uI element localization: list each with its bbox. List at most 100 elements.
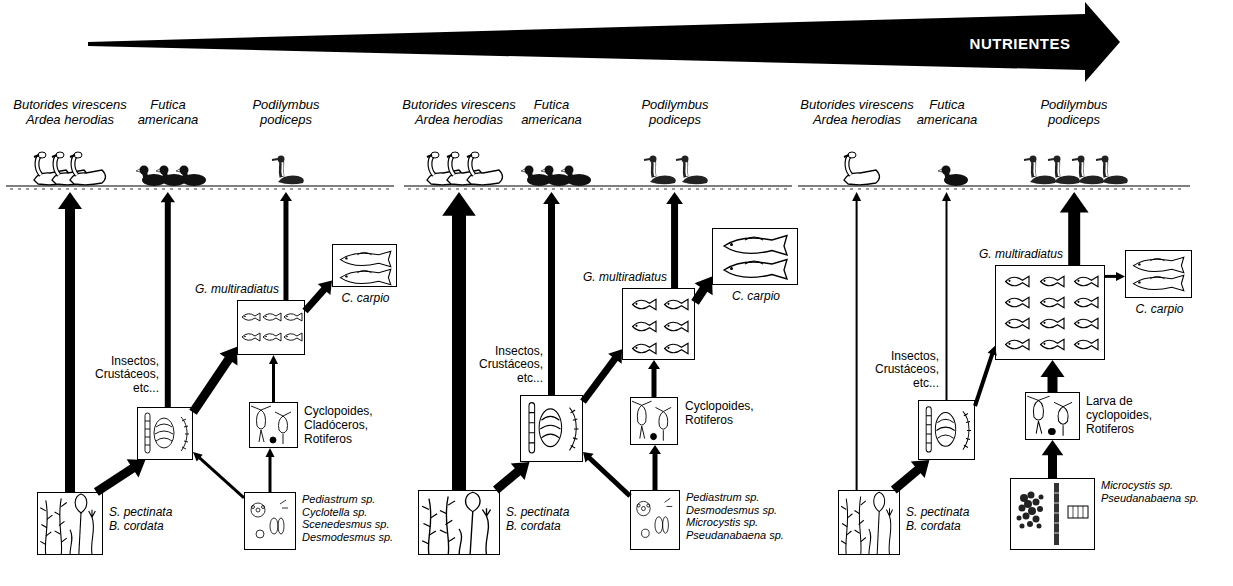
species-label: G. multiradiatus: [963, 248, 1063, 262]
species-label: Insectos, Crustáceos, etc...: [471, 345, 543, 386]
arrow-shaft: [695, 288, 704, 302]
trophic-box: Insectos, Crustáceos, etc...: [137, 407, 193, 460]
arrow-head: [127, 459, 146, 477]
energy-flow-arrow: [193, 452, 244, 498]
bird-label: Butorides virescens Ardea herodias: [11, 98, 129, 128]
bird-group: Butorides virescens Ardea herodias: [401, 96, 517, 192]
trophic-box: Microcystis sp. Pseudanabaena sp.: [1010, 478, 1095, 550]
trophic-box: Larva de cyclopoides, Rotiferos: [1025, 392, 1080, 440]
bird-group: Podilymbus podiceps: [625, 96, 725, 192]
species-label: S. pectinata B. cordata: [109, 506, 181, 534]
energy-flow-arrow: [583, 349, 622, 402]
bird-label: Futica americana: [515, 98, 589, 128]
species-label: C. carpio: [334, 292, 398, 306]
arrow-shaft: [652, 368, 657, 397]
bird-group: Butorides virescens Ardea herodias: [12, 96, 128, 192]
arrow-shaft: [199, 457, 244, 497]
birds: [34, 152, 1128, 186]
energy-flow-arrow: [496, 462, 530, 490]
arrow-head: [911, 460, 930, 478]
arrow-shaft: [671, 203, 678, 288]
arrow-shaft: [1105, 275, 1117, 278]
arrow-shaft: [894, 469, 919, 490]
arrow-shaft: [452, 213, 466, 490]
arrow-shaft: [975, 353, 992, 406]
arrow-shaft: [1068, 210, 1080, 265]
arrow-head: [648, 360, 660, 369]
trophic-box: Insectos, Crustáceos, etc...: [520, 395, 583, 462]
energy-flow-arrow: [266, 448, 275, 492]
species-label: Larva de cyclopoides, Rotiferos: [1086, 395, 1164, 436]
arrow-head: [666, 192, 683, 204]
energy-flow-arrow: [280, 192, 292, 300]
arrow-head: [318, 281, 332, 295]
species-label: Microcystis sp. Pseudanabaena sp.: [1101, 479, 1213, 504]
energy-flow-arrow: [852, 192, 861, 490]
axis-label: NUTRIENTES: [970, 35, 1071, 52]
arrow-head: [220, 347, 238, 366]
species-label: Cyclopoides, Rotiferos: [685, 400, 763, 428]
arrow-shaft: [96, 468, 133, 492]
arrow-shaft: [946, 200, 948, 400]
energy-flow-arrow: [193, 347, 237, 413]
arrow-shaft: [548, 203, 555, 395]
bird-label: Butorides virescens Ardea herodias: [400, 98, 518, 128]
trophic-box: S. pectinata B. cordata: [838, 490, 900, 555]
bird-group: Podilymbus podiceps: [1014, 96, 1134, 192]
trophic-box: Pediastrum sp. Cyclotella sp. Scenedesmu…: [244, 492, 296, 550]
bird-group: Butorides virescens Ardea herodias: [799, 96, 915, 192]
arrow-shaft: [193, 358, 229, 412]
arrow-shaft: [589, 457, 630, 496]
arrow-head: [511, 462, 530, 480]
water-line: [6, 186, 1190, 189]
energy-flow-arrow: [269, 355, 278, 402]
arrow-head: [942, 192, 951, 201]
energy-flow-arrow: [442, 192, 476, 490]
arrow-shaft: [305, 289, 325, 311]
arrow-head: [1042, 440, 1064, 455]
nutrient-arrow: [88, 2, 1120, 82]
trophic-box: G. multiradiatus: [237, 300, 305, 355]
arrow-head: [161, 192, 175, 202]
arrow-head: [269, 355, 278, 364]
energy-flow-arrow: [1105, 272, 1125, 281]
energy-flow-arrow: [305, 281, 332, 311]
trophic-box: C. carpio: [1125, 250, 1192, 298]
species-label: Insectos, Crustáceos, etc...: [867, 350, 939, 391]
energy-flow-arrow: [975, 346, 997, 406]
energy-flow-arrow: [1060, 192, 1089, 265]
arrow-shaft: [653, 453, 658, 490]
trophic-box: C. carpio: [332, 244, 397, 287]
bird-label: Podilymbus podiceps: [632, 98, 718, 128]
bird-label: Futica americana: [910, 98, 984, 128]
box-pictures: [40, 236, 1184, 556]
species-label: Pediastrum sp. Cyclotella sp. Scenedesmu…: [302, 493, 410, 544]
trophic-box: Cyclopoides, Rotiferos: [630, 397, 678, 445]
bird-label: Podilymbus podiceps: [1031, 98, 1117, 128]
arrow-shaft: [1048, 375, 1058, 392]
energy-flow-arrow: [666, 192, 683, 288]
species-label: C. carpio: [1128, 303, 1192, 317]
arrow-head: [193, 452, 203, 461]
energy-flow-arrow: [894, 460, 930, 490]
arrow-head: [608, 349, 622, 364]
arrow-head: [1041, 360, 1065, 377]
arrow-head: [695, 276, 713, 295]
species-label: Cyclopoides, Cladóceros, Rotiferos: [304, 405, 382, 446]
bird-group: Futica americana: [133, 96, 203, 192]
bird-label: Podilymbus podiceps: [243, 98, 329, 128]
energy-flow-arrow: [161, 192, 175, 407]
trophic-box: G. multiradiatus: [995, 265, 1105, 360]
trophic-box: S. pectinata B. cordata: [418, 490, 500, 555]
arrow-head: [852, 192, 861, 201]
trophic-box: G. multiradiatus: [622, 288, 695, 360]
species-label: G. multiradiatus: [179, 283, 279, 297]
arrow-head: [1116, 272, 1125, 281]
bird-group: Podilymbus podiceps: [236, 96, 336, 192]
arrow-shaft: [283, 200, 288, 300]
bird-group: Futica americana: [911, 96, 983, 192]
arrow-shaft: [856, 200, 858, 490]
